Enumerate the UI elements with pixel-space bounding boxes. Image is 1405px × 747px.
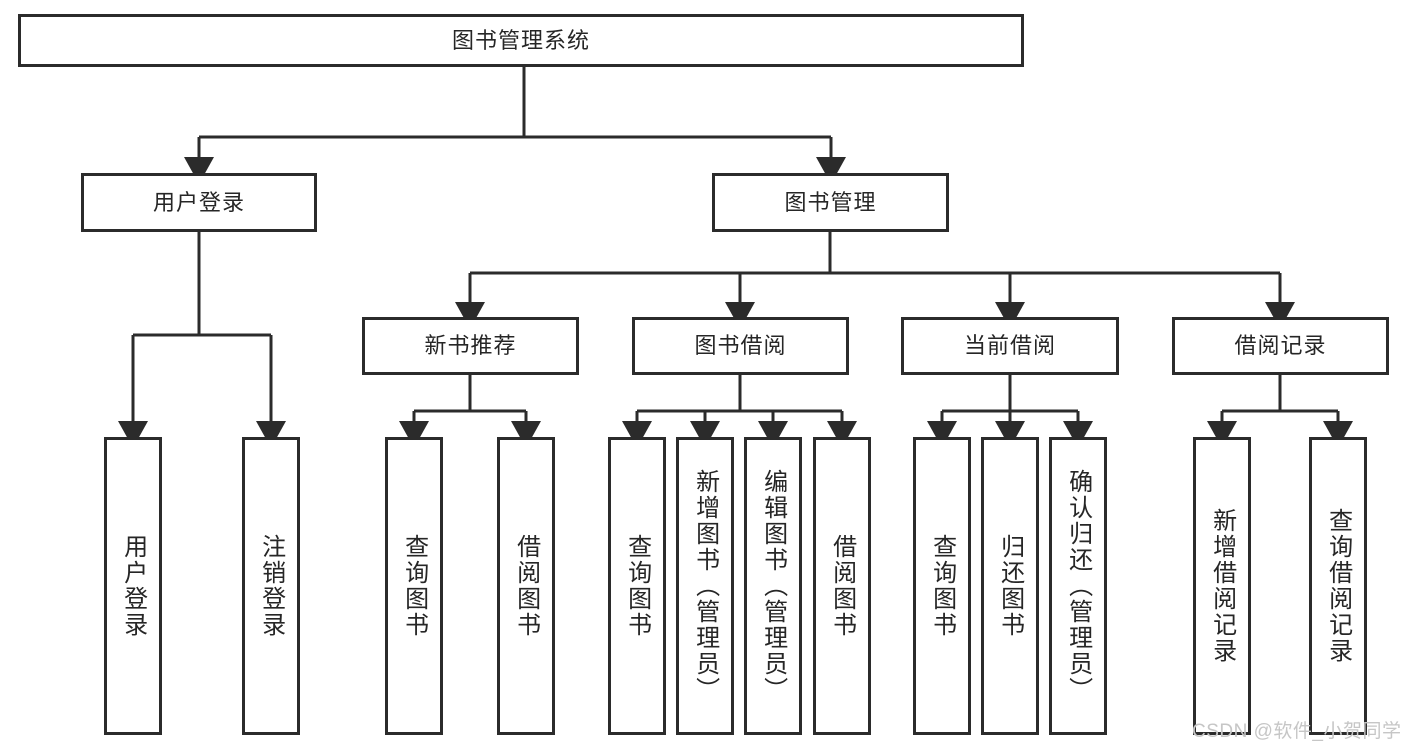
node-leaf-add-book[interactable]: 新增图书（管理员） [676, 437, 734, 735]
node-label: 查询图书 [623, 534, 651, 638]
node-label: 用户登录 [119, 534, 147, 638]
node-leaf-return-book[interactable]: 归还图书 [981, 437, 1039, 735]
node-label: 查询借阅记录 [1324, 508, 1352, 664]
node-leaf-borrow-book-2[interactable]: 借阅图书 [813, 437, 871, 735]
node-leaf-user-logout[interactable]: 注销登录 [242, 437, 300, 735]
node-leaf-query-book-2[interactable]: 查询图书 [608, 437, 666, 735]
node-root-system[interactable]: 图书管理系统 [18, 14, 1024, 67]
node-label: 图书管理系统 [451, 27, 590, 53]
node-leaf-user-login[interactable]: 用户登录 [104, 437, 162, 735]
node-label: 用户登录 [152, 189, 245, 215]
node-label: 查询图书 [400, 534, 428, 638]
node-leaf-query-book-3[interactable]: 查询图书 [913, 437, 971, 735]
node-label: 新增借阅记录 [1208, 508, 1236, 664]
node-label: 当前借阅 [963, 333, 1056, 359]
node-label: 注销登录 [257, 534, 285, 638]
node-book-borrow[interactable]: 图书借阅 [632, 317, 849, 375]
node-label: 确认归还（管理员） [1064, 469, 1092, 703]
node-leaf-confirm-return[interactable]: 确认归还（管理员） [1049, 437, 1107, 735]
node-user-login[interactable]: 用户登录 [81, 173, 317, 232]
node-label: 借阅图书 [828, 534, 856, 638]
node-label: 编辑图书（管理员） [759, 469, 787, 703]
node-label: 新书推荐 [424, 333, 517, 359]
node-leaf-borrow-book-1[interactable]: 借阅图书 [497, 437, 555, 735]
node-leaf-query-book-1[interactable]: 查询图书 [385, 437, 443, 735]
node-label: 图书管理 [784, 189, 877, 215]
node-borrow-record[interactable]: 借阅记录 [1172, 317, 1389, 375]
node-new-book-recommend[interactable]: 新书推荐 [362, 317, 579, 375]
node-label: 查询图书 [928, 534, 956, 638]
node-book-management[interactable]: 图书管理 [712, 173, 949, 232]
node-leaf-add-record[interactable]: 新增借阅记录 [1193, 437, 1251, 735]
node-current-borrow[interactable]: 当前借阅 [901, 317, 1119, 375]
node-leaf-query-record[interactable]: 查询借阅记录 [1309, 437, 1367, 735]
node-label: 新增图书（管理员） [691, 469, 719, 703]
node-leaf-edit-book[interactable]: 编辑图书（管理员） [744, 437, 802, 735]
node-label: 借阅记录 [1234, 333, 1327, 359]
node-label: 归还图书 [996, 534, 1024, 638]
watermark-text: CSDN @软件_小贺同学 [1192, 721, 1402, 742]
node-label: 图书借阅 [694, 333, 787, 359]
node-label: 借阅图书 [512, 534, 540, 638]
